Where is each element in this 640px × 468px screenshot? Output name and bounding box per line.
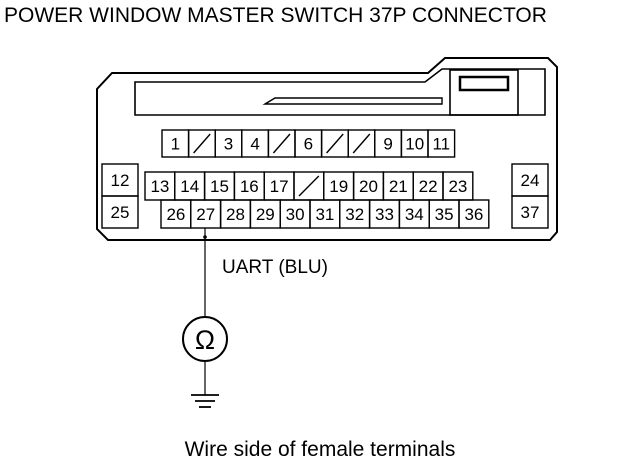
unused-terminal-slash — [272, 133, 291, 154]
terminal-label: 15 — [210, 177, 229, 196]
connector-latch — [134, 68, 546, 116]
ohmmeter-symbol: Ω — [195, 325, 215, 355]
terminal-label: 36 — [464, 205, 483, 224]
unused-terminal-slash — [326, 133, 344, 154]
terminal-label: 3 — [224, 135, 233, 154]
terminal-label: 34 — [405, 205, 424, 224]
terminal-label: 19 — [329, 177, 348, 196]
terminal-cell — [458, 199, 490, 229]
terminal-label: 12 — [111, 171, 130, 190]
terminal-label: 21 — [389, 177, 408, 196]
terminal-label: 28 — [226, 205, 245, 224]
terminal-cell — [511, 195, 549, 229]
terminal-label: 25 — [111, 203, 130, 222]
terminal-label: 14 — [180, 177, 199, 196]
unused-terminal-slash — [298, 175, 320, 197]
terminal-label: 33 — [375, 205, 394, 224]
terminal-label: 4 — [250, 135, 259, 154]
ground-icon — [191, 394, 219, 408]
terminal-label: 23 — [448, 177, 467, 196]
terminal-label: 16 — [240, 177, 259, 196]
terminal-label: 6 — [304, 135, 313, 154]
terminal-label: 13 — [150, 177, 169, 196]
caption: Wire side of female terminals — [184, 438, 456, 461]
page-title: POWER WINDOW MASTER SWITCH 37P CONNECTOR — [4, 4, 547, 27]
terminal-label: 24 — [521, 171, 540, 190]
terminal-label: 10 — [405, 135, 424, 154]
terminal-label: 22 — [419, 177, 438, 196]
terminal-label: 29 — [256, 205, 275, 224]
unused-terminal-slash — [352, 133, 371, 154]
terminal-label: 30 — [286, 205, 305, 224]
terminal-label: 20 — [359, 177, 378, 196]
unused-terminal-slash — [193, 133, 211, 154]
terminal-label: 35 — [435, 205, 454, 224]
terminal-label: 9 — [383, 135, 392, 154]
terminal-label: 11 — [432, 135, 450, 154]
terminal-label: 37 — [521, 203, 540, 222]
ohmmeter-icon: Ω — [182, 316, 228, 362]
terminal-label: 31 — [315, 205, 334, 224]
terminal-cell — [427, 129, 456, 158]
connector-housing — [96, 57, 558, 241]
terminal-cell — [101, 195, 139, 229]
terminal-label: 17 — [270, 177, 289, 196]
wire-label: UART (BLU) — [222, 257, 328, 278]
probe-contact-dot — [203, 235, 207, 239]
connector-latch-bar — [262, 97, 443, 105]
terminal-label: 27 — [196, 205, 215, 224]
lock-tab-slot — [458, 75, 510, 92]
lock-tab — [449, 69, 519, 116]
terminal-label: 26 — [166, 205, 185, 224]
terminal-label: 32 — [345, 205, 364, 224]
terminal-label: 1 — [171, 135, 180, 154]
